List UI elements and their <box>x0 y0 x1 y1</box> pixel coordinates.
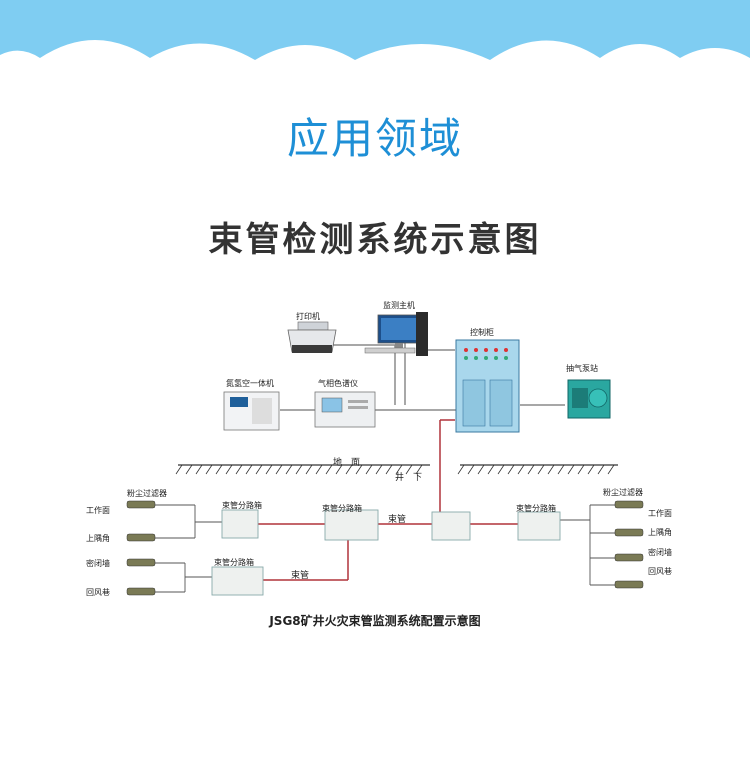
label-left-point: 回风巷 <box>86 588 110 597</box>
label-right-point: 上隅角 <box>648 528 672 537</box>
monitor-host-icon <box>364 312 428 356</box>
gas-chromatograph-icon <box>314 391 376 428</box>
label-pump-station: 抽气泵站 <box>566 364 598 373</box>
pump-station-icon <box>567 379 611 419</box>
label-right-point: 密闭墙 <box>648 548 672 557</box>
label-right-filter: 粉尘过滤器 <box>603 488 643 497</box>
label-junction-box: 束管分路箱 <box>214 558 254 567</box>
tube-lines <box>258 419 518 581</box>
dust-filter-icon <box>126 500 156 596</box>
control-cabinet-icon <box>455 339 520 433</box>
label-tube: 束管 <box>291 571 310 581</box>
label-left-filter: 粉尘过滤器 <box>127 489 167 498</box>
dust-filter-icon <box>614 500 644 589</box>
junction-box <box>211 509 561 596</box>
label-left-point: 工作面 <box>86 506 110 515</box>
label-monitor-host: 监测主机 <box>383 301 415 310</box>
right-pipes <box>560 504 615 586</box>
label-tube: 束管 <box>388 515 407 525</box>
label-junction-box: 束管分路箱 <box>222 501 262 510</box>
label-control-cabinet: 控制柜 <box>470 328 494 337</box>
label-right-point: 回风巷 <box>648 567 672 576</box>
diagram-caption: JSG8矿井火灾束管监测系统配置示意图 <box>269 614 481 628</box>
label-left-point: 上隅角 <box>86 534 110 543</box>
cloud-banner <box>0 0 750 60</box>
label-left-point: 密闭墙 <box>86 559 110 568</box>
system-diagram <box>126 312 644 596</box>
printer-icon <box>287 321 337 353</box>
label-right-point: 工作面 <box>648 509 672 518</box>
label-junction-box: 束管分路箱 <box>516 504 556 513</box>
label-printer: 打印机 <box>296 312 320 321</box>
label-underground: 井 下 <box>395 473 423 483</box>
diagram-title: 束管检测系统示意图 <box>208 220 542 260</box>
label-nitrogen-unit: 氮氢空一体机 <box>226 379 274 388</box>
nitrogen-unit-icon <box>223 391 280 431</box>
ground-hatch <box>175 464 615 475</box>
left-pipes <box>155 504 222 593</box>
label-gas-chromatograph: 气相色谱仪 <box>318 379 358 388</box>
section-title: 应用领域 <box>286 114 463 163</box>
label-junction-box: 束管分路箱 <box>322 504 362 513</box>
label-surface: 地 面 <box>333 458 361 468</box>
